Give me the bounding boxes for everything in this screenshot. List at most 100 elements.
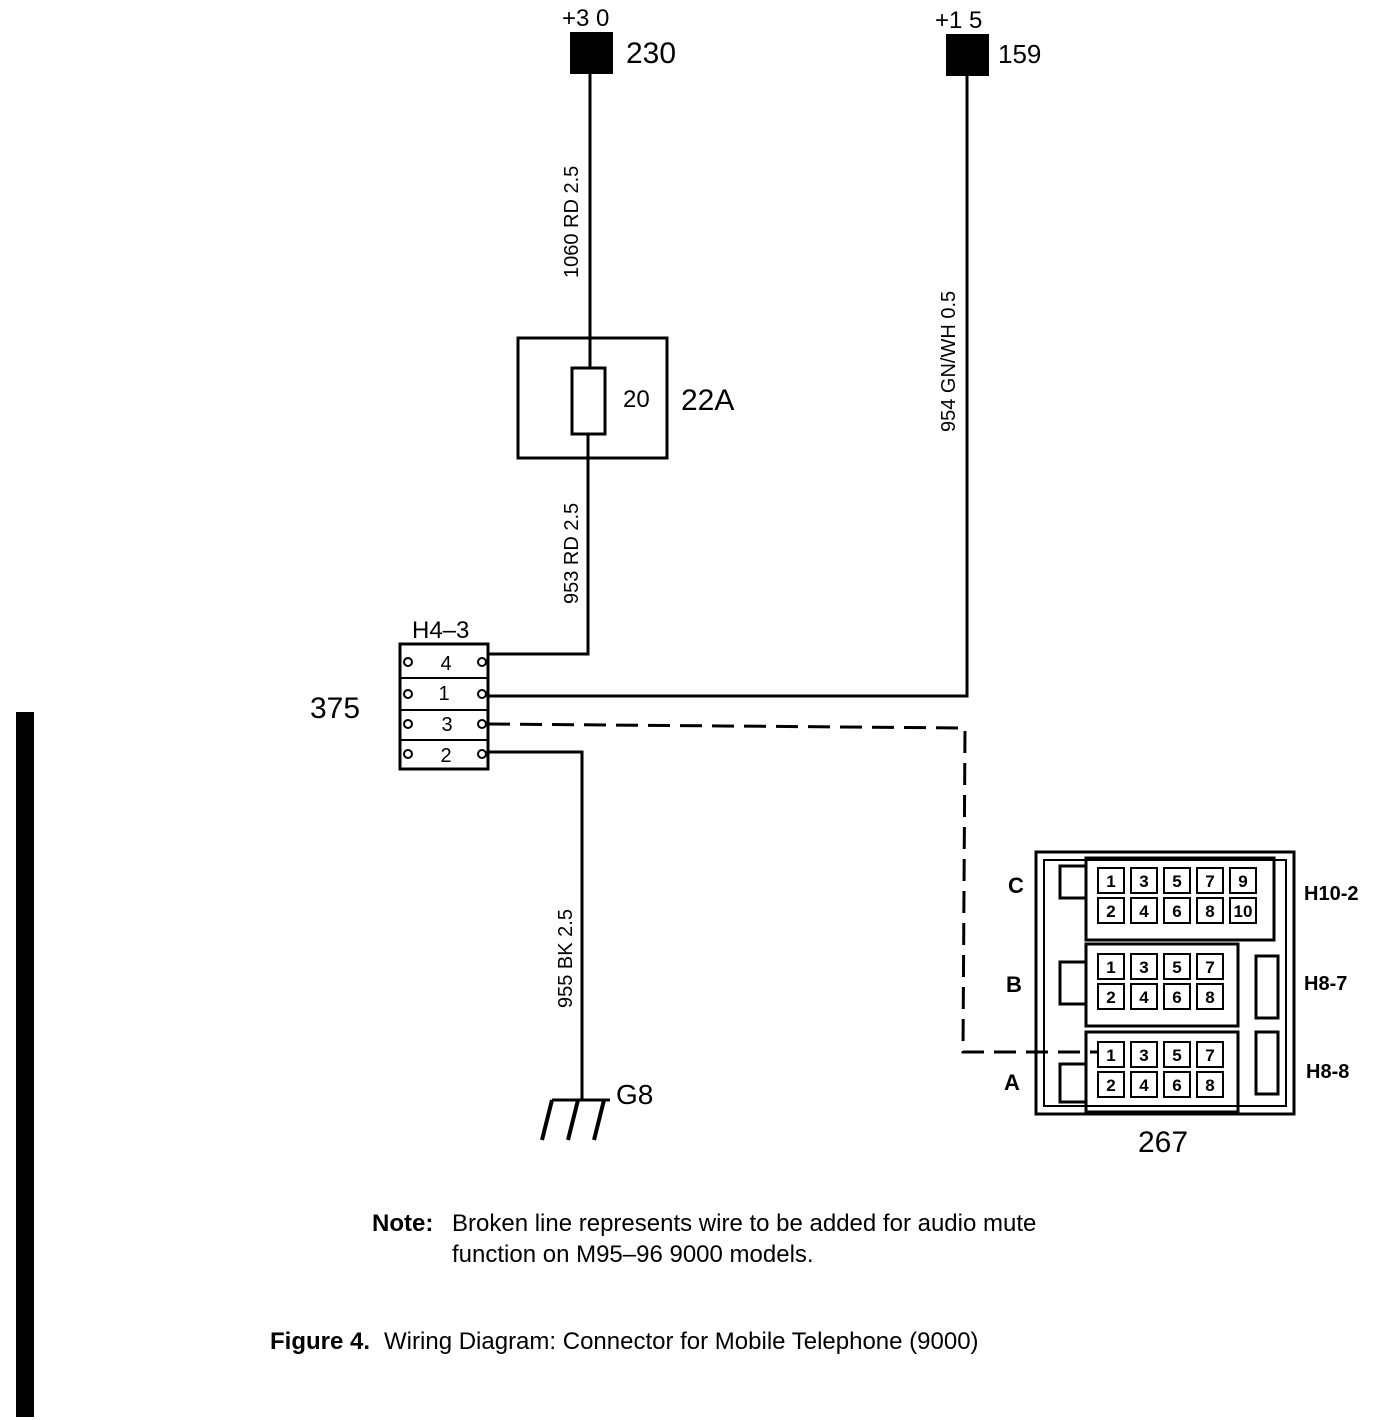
pin-number: 7 — [1205, 1046, 1214, 1065]
pin-cell — [1196, 1041, 1224, 1068]
pin-terminal-right — [477, 689, 487, 699]
connector-375-body — [398, 642, 490, 771]
pin-cell — [1097, 897, 1125, 924]
pin-cell — [1163, 897, 1191, 924]
ground-stroke-1 — [540, 1099, 554, 1141]
slot-H8-7 — [1254, 954, 1280, 1020]
housing-label-H8-8: H8-8 — [1306, 1061, 1349, 1083]
pin-cell — [1196, 867, 1224, 894]
pin-cell — [1130, 1071, 1158, 1098]
pin-number: 2 — [1106, 902, 1115, 921]
wire-953-label: 953 RD 2.5 — [561, 503, 583, 604]
supply-plus30: +3 0 230 — [562, 5, 676, 74]
pin-number: 5 — [1172, 958, 1181, 977]
pin-number: 5 — [1172, 1046, 1181, 1065]
pin-cell — [1229, 897, 1257, 924]
row-letter-C: C — [1008, 873, 1024, 898]
fuse-box — [516, 336, 669, 460]
ground-id: G8 — [616, 1079, 653, 1110]
pin-number: 5 — [1172, 872, 1181, 891]
pin-cell — [1097, 867, 1125, 894]
connector-375: H4–3 375 4 1 3 2 — [310, 617, 490, 771]
connector-375-pin: 1 — [438, 683, 449, 705]
connector-267-outer — [1034, 850, 1296, 1116]
pin-cell — [1196, 1071, 1224, 1098]
connector-375-pin: 2 — [440, 745, 451, 767]
connector-375-housing: H4–3 — [412, 617, 469, 644]
housing-label-H8-7: H8-7 — [1304, 973, 1347, 995]
pin-cell — [1163, 953, 1191, 980]
pin-number: 8 — [1205, 988, 1214, 1007]
wire-953 — [488, 434, 590, 656]
pin-terminal-left — [403, 657, 413, 667]
figure-caption-text: Wiring Diagram: Connector for Mobile Tel… — [384, 1328, 979, 1355]
housing-A — [1084, 1030, 1240, 1114]
pin-number: 3 — [1139, 1046, 1148, 1065]
pin-number: 10 — [1234, 902, 1253, 921]
connector-375-id: 375 — [310, 692, 360, 725]
pin-terminal-left — [403, 719, 413, 729]
pin-number: 1 — [1106, 958, 1115, 977]
pin-number: 6 — [1172, 1076, 1181, 1095]
pin-number: 9 — [1238, 872, 1247, 891]
ground-G8: G8 — [540, 1079, 653, 1141]
pin-terminal-right — [477, 657, 487, 667]
pin-number: 3 — [1139, 872, 1148, 891]
pin-cell — [1163, 1041, 1191, 1068]
housing-C-latch — [1058, 864, 1086, 900]
pin-terminal-right — [477, 749, 487, 759]
figure-caption: Figure 4. Wiring Diagram: Connector for M… — [270, 1328, 979, 1356]
wire-954 — [488, 76, 969, 698]
housing-A-latch — [1058, 1062, 1086, 1104]
pin-cell — [1130, 983, 1158, 1010]
pin-number: 1 — [1106, 872, 1115, 891]
supply-plus15: +1 5 159 — [935, 7, 1041, 76]
pin-number: 8 — [1205, 902, 1214, 921]
connector-267-inner — [1043, 859, 1287, 1107]
wire-955-label: 955 BK 2.5 — [555, 909, 577, 1008]
supply-plus30-label: +3 0 — [562, 5, 609, 32]
pin-number: 1 — [1106, 1046, 1115, 1065]
row-letter-A: A — [1004, 1070, 1020, 1095]
pin-number: 4 — [1139, 1076, 1149, 1095]
pin-cell — [1163, 867, 1191, 894]
supply-plus30-terminal — [570, 32, 613, 74]
fuse-id: 22A — [681, 384, 734, 417]
supply-plus30-number: 230 — [626, 37, 676, 70]
wire-1060-label: 1060 RD 2.5 — [561, 166, 583, 278]
supply-plus15-label: +1 5 — [935, 7, 982, 34]
pin-number: 3 — [1139, 958, 1148, 977]
pin-number: 4 — [1139, 902, 1149, 921]
pin-number: 8 — [1205, 1076, 1214, 1095]
pin-cell — [1097, 983, 1125, 1010]
pin-cell — [1097, 953, 1125, 980]
pin-terminal-left — [403, 689, 413, 699]
pin-number: 7 — [1205, 958, 1214, 977]
pin-number: 4 — [1139, 988, 1149, 1007]
housing-label-H10-2: H10-2 — [1304, 883, 1358, 905]
pin-cell — [1130, 897, 1158, 924]
ground-stroke-2 — [566, 1099, 580, 1141]
pin-cell — [1196, 983, 1224, 1010]
pin-number: 7 — [1205, 872, 1214, 891]
row-letter-B: B — [1006, 972, 1022, 997]
housing-B-latch — [1058, 960, 1086, 1006]
page-margin-bar — [16, 712, 34, 1417]
pin-cell — [1229, 867, 1257, 894]
pin-cell — [1097, 1041, 1125, 1068]
pin-number: 2 — [1106, 988, 1115, 1007]
pin-cell — [1130, 867, 1158, 894]
pin-cell — [1196, 897, 1224, 924]
ground-stroke-3 — [592, 1099, 606, 1141]
connector-267-id: 267 — [1138, 1126, 1188, 1159]
pin-number: 6 — [1172, 988, 1181, 1007]
figure-caption-label: Figure 4. — [270, 1328, 371, 1355]
connector-375-pin: 3 — [441, 714, 452, 736]
pin-terminal-left — [403, 749, 413, 759]
pin-cell — [1163, 983, 1191, 1010]
wire-955 — [488, 750, 584, 1100]
pin-cell — [1130, 1041, 1158, 1068]
